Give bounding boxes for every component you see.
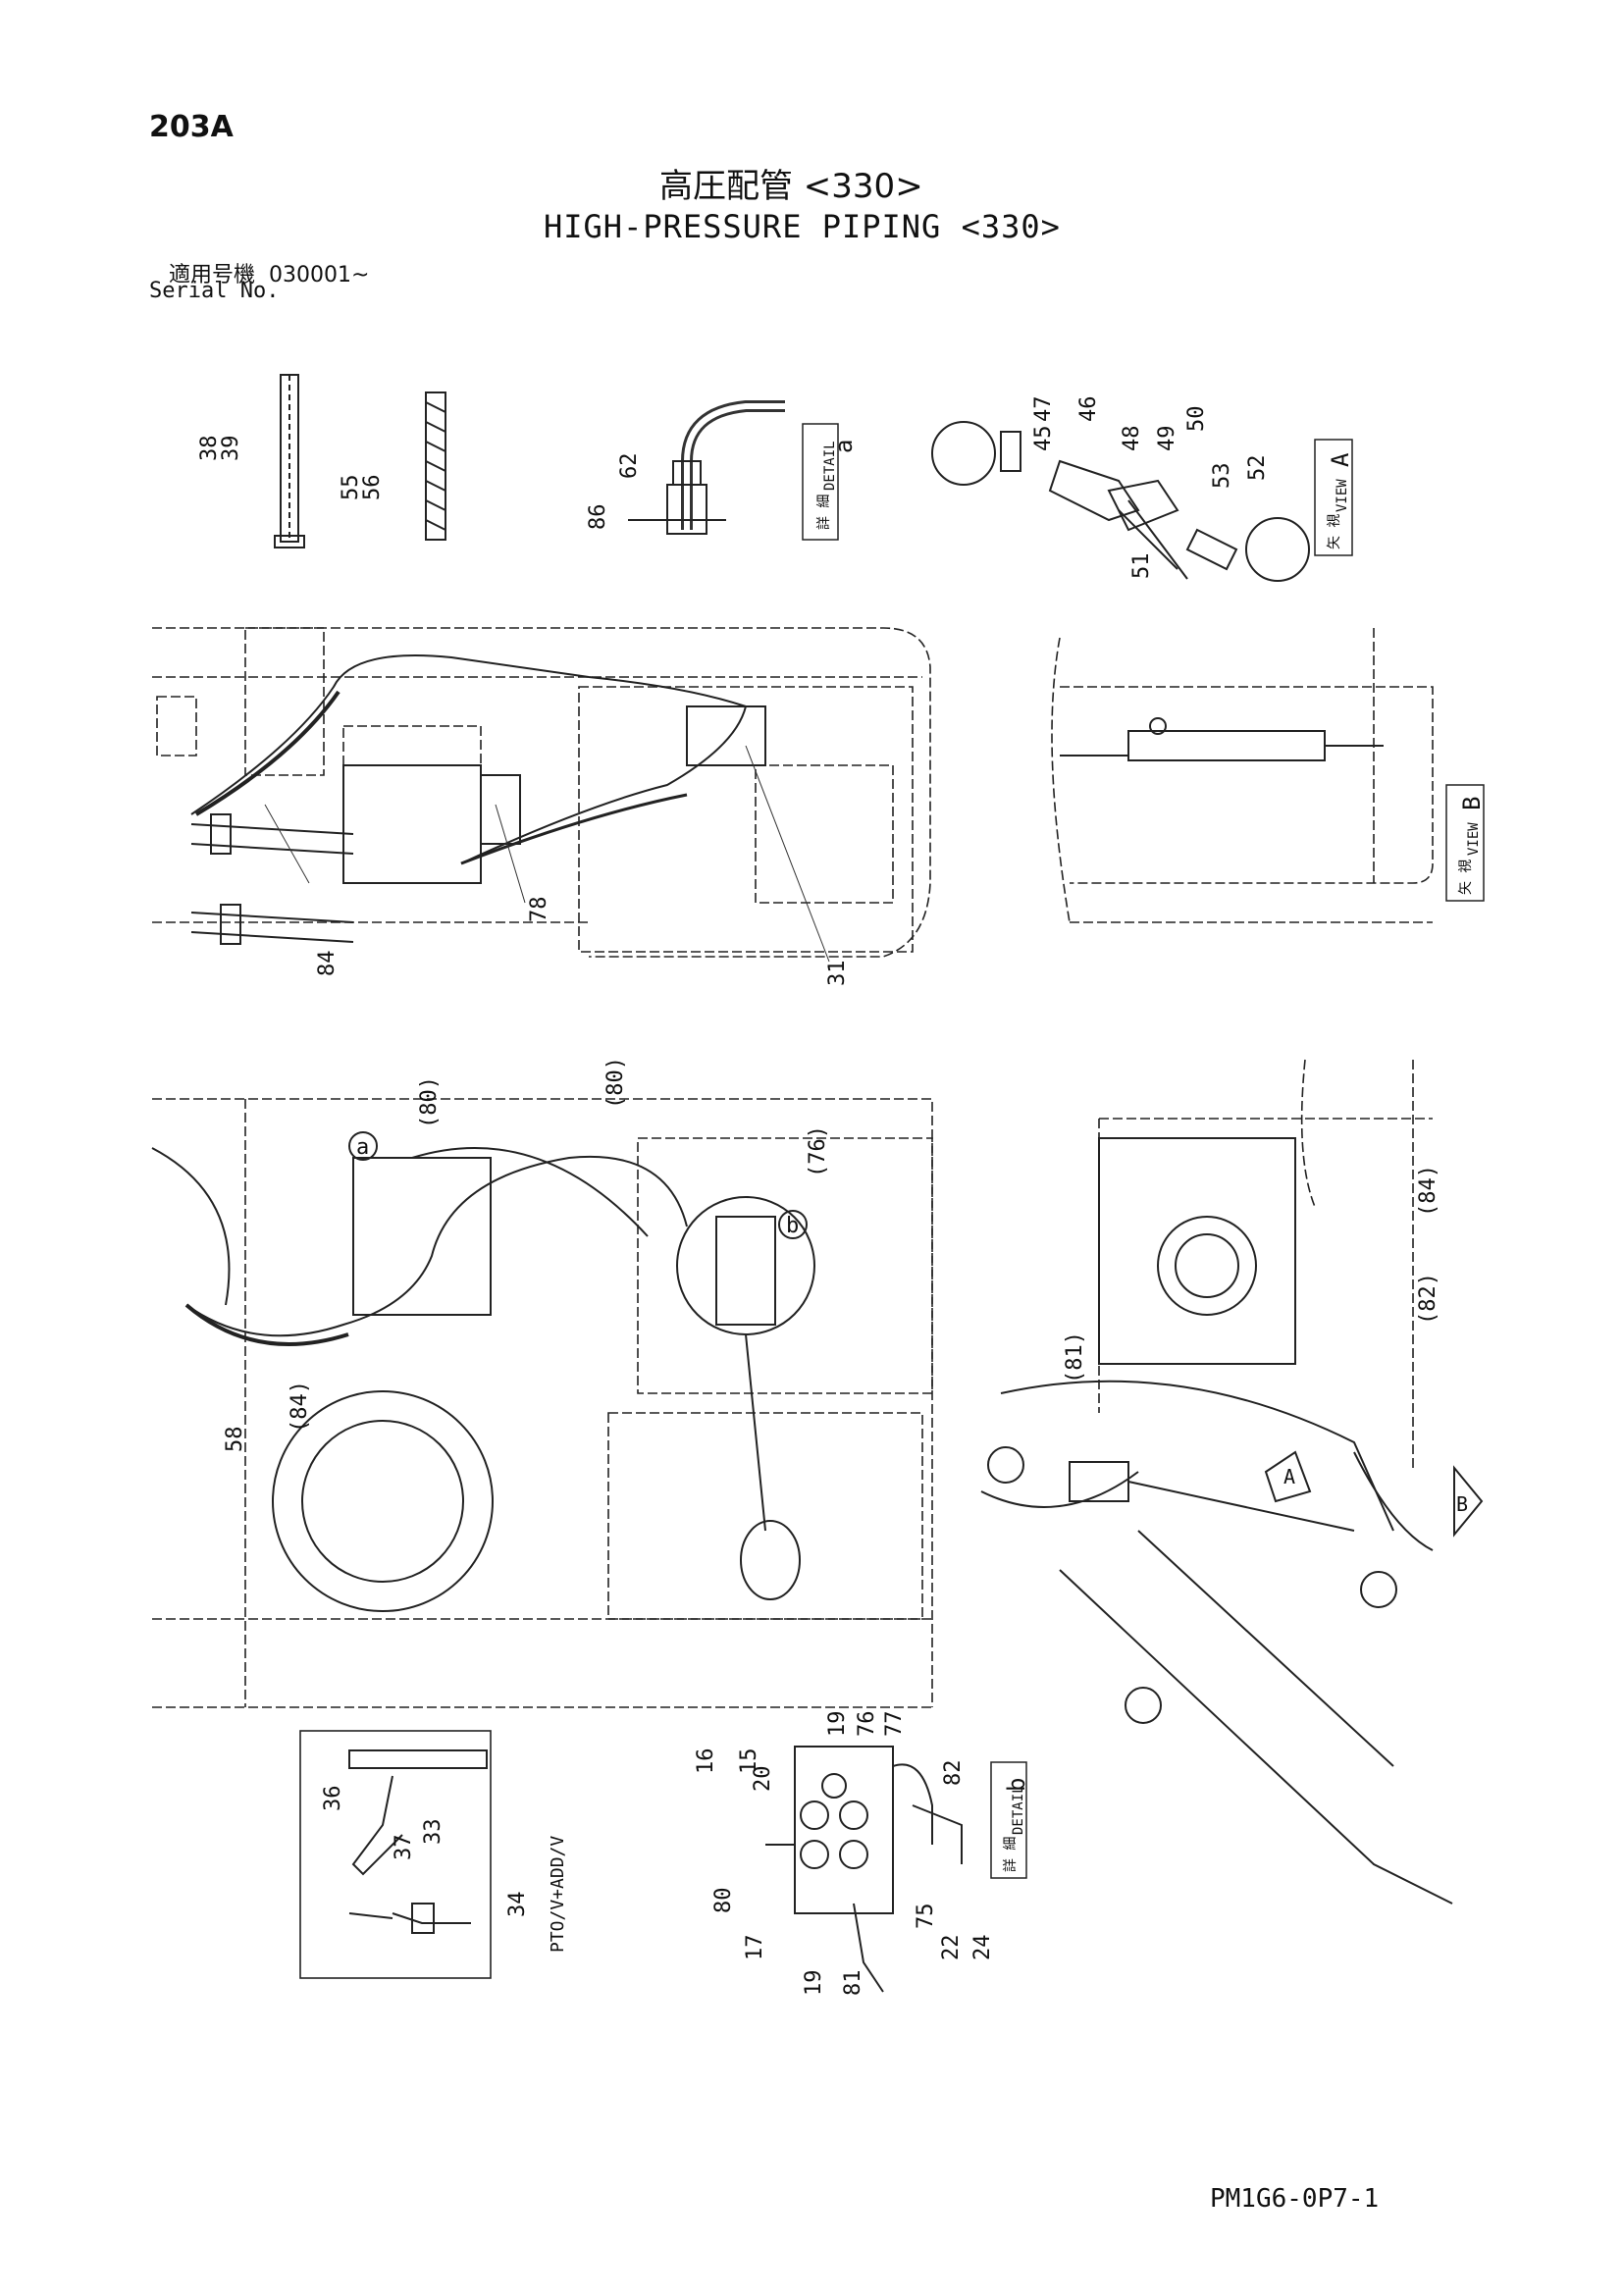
callout-46: 46 [1076,396,1101,423]
svg-text:B: B [1458,797,1486,810]
callout-15: 15 [737,1748,761,1775]
svg-text:VIEW: VIEW [1335,479,1350,512]
svg-text:A: A [1327,452,1354,467]
detail-b-valve [765,1746,963,1993]
marker-a: a [356,1135,369,1160]
callout-81: 81 [841,1970,865,1997]
svg-text:DETAIL: DETAIL [1011,1785,1026,1835]
svg-text:DETAIL: DETAIL [822,441,838,491]
view-a-label-box: 矢 視 VIEW A [1314,439,1354,556]
callout-55: 55 [339,475,363,501]
callout-31: 31 [825,961,850,987]
callout-47: 47 [1031,396,1056,423]
callout-19-bottom: 19 [802,1970,826,1997]
callout-84-mid: (84) [288,1381,312,1433]
boom-arm [980,1380,1453,1905]
callout-50: 50 [1184,406,1209,433]
view-b-cylinder [1060,717,1384,761]
callout-86: 86 [586,504,610,531]
pipe-clamps-left [190,813,354,945]
swing-bearing [151,1147,494,1612]
view-a-arrow: A [1264,1450,1312,1503]
callout-82-ref: (82) [1416,1273,1440,1325]
callout-36: 36 [321,1786,345,1812]
callout-76: 76 [855,1711,879,1738]
callout-52: 52 [1245,455,1270,482]
callout-80: 80 [711,1888,736,1914]
callout-84-top: 84 [315,951,340,977]
callout-17: 17 [743,1935,767,1961]
callout-24: 24 [970,1935,995,1961]
callout-53: 53 [1210,463,1234,490]
callout-77: 77 [882,1711,907,1738]
callout-48: 48 [1120,426,1144,452]
callout-38: 38 [197,436,222,462]
svg-text:詳 細: 詳 細 [816,495,832,530]
marker-B: B [1456,1492,1468,1516]
center-joint-valve [676,1196,815,1600]
document-code: PM1G6-0P7-1 [1210,2184,1380,2214]
callout-20: 20 [751,1766,775,1793]
marker-A: A [1283,1465,1295,1488]
view-b-frame [1051,628,1434,923]
pto-valve-inset [299,1730,492,1979]
pto-note: PTO/V+ADD/V [548,1836,568,1953]
svg-text:詳 細: 詳 細 [1003,1837,1019,1872]
control-valve-block [190,654,766,884]
marker-b: b [786,1214,799,1238]
boom-section [1098,1059,1433,1472]
callout-16: 16 [694,1748,718,1775]
serial-label-english: Serial No. [149,279,280,303]
svg-text:VIEW: VIEW [1466,822,1482,856]
view-a-valve-detail [931,421,1310,582]
svg-text:矢 視: 矢 視 [1458,860,1474,895]
page-title-japanese: 高圧配管 <330> [659,167,923,206]
hose-sleeve-detail [425,391,446,541]
callout-75: 75 [914,1904,938,1930]
page-title-english: HIGH-PRESSURE PIPING <330> [544,208,1061,245]
clamp-part-detail [274,374,305,548]
callout-51: 51 [1129,553,1154,580]
serial-range: 適用号機 030001~ [169,257,369,288]
svg-text:b: b [1003,1778,1030,1792]
callout-45: 45 [1031,426,1056,452]
callout-78: 78 [527,897,551,923]
marker-b-circle [778,1210,808,1239]
svg-text:矢 視: 矢 視 [1327,514,1342,549]
callout-34: 34 [505,1892,530,1918]
view-b-arrow: B [1453,1465,1484,1538]
callout-33: 33 [421,1819,445,1846]
callout-49: 49 [1155,426,1179,452]
callout-39: 39 [219,436,243,462]
marker-a-circle [348,1131,378,1161]
callout-80-right: (80) [603,1057,628,1109]
callout-84-right: (84) [1416,1165,1440,1217]
serial-value: 030001~ [269,263,370,287]
page-code: 203A [149,110,234,144]
swing-motor-right [1098,1137,1296,1365]
callout-82: 82 [941,1760,966,1787]
serial-label-japanese: 適用号機 [169,263,256,287]
callout-19-top: 19 [825,1711,850,1738]
callout-62: 62 [617,453,642,480]
detail-a-label-box: 詳 細 DETAIL a [802,423,858,541]
callout-80-left: (80) [417,1076,442,1128]
svg-text:a: a [830,440,858,453]
control-valve-main [184,1147,688,1346]
callout-37: 37 [392,1835,416,1861]
callout-22: 22 [939,1935,964,1961]
callout-58: 58 [223,1427,247,1453]
callout-56: 56 [360,475,385,501]
main-frame-plan-view [152,1098,933,1708]
detail-a-fitting [628,400,785,535]
callout-76-ref: (76) [806,1125,830,1177]
callout-81-ref: (81) [1063,1331,1087,1383]
view-b-label-box: 矢 視 VIEW B [1445,784,1486,902]
detail-b-label-box: 詳 細 DETAIL b [990,1761,1030,1879]
